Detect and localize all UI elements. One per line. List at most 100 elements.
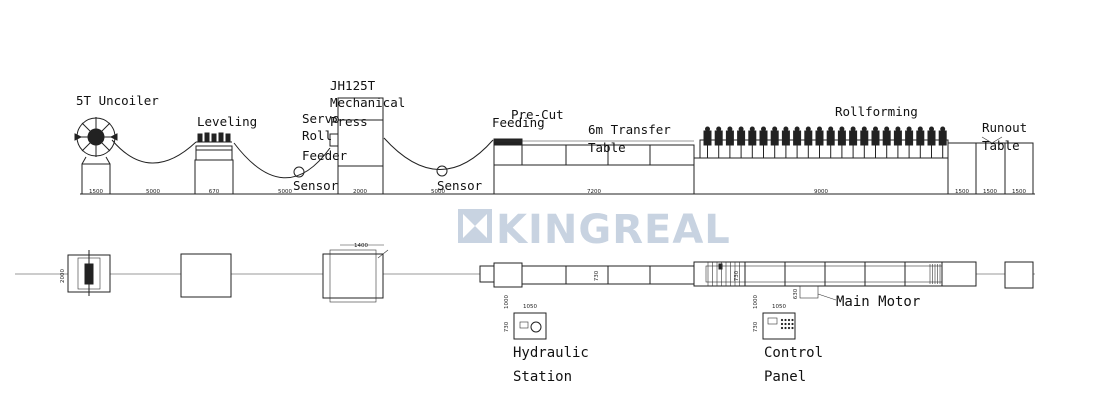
logo-text: KINGREAL bbox=[496, 207, 731, 253]
press-plan: 1400 bbox=[322, 243, 389, 303]
label-pre-cut: Pre-Cut bbox=[511, 107, 564, 122]
runout-plan bbox=[1004, 261, 1034, 289]
label-feeding: Feeding bbox=[492, 115, 545, 130]
roll-stand bbox=[871, 126, 880, 158]
panel-button-icon bbox=[787, 318, 791, 322]
roll-stand bbox=[837, 126, 846, 158]
roll-stand bbox=[916, 126, 925, 158]
panel-button-icon bbox=[791, 326, 794, 330]
dim-uncoiler: 1500 bbox=[89, 189, 103, 195]
roll-stand bbox=[882, 126, 891, 158]
roll-stand bbox=[793, 126, 802, 158]
panel-button-icon bbox=[791, 322, 794, 326]
roll-stand bbox=[815, 126, 824, 158]
label-transfer-1: 6m Transfer bbox=[588, 122, 671, 137]
roll-stand bbox=[927, 126, 936, 158]
leveling-plan bbox=[180, 253, 232, 298]
dim-transfer-top: 730 bbox=[594, 270, 600, 281]
strip-loop-3 bbox=[383, 137, 494, 170]
uncoiler-machine bbox=[74, 117, 118, 195]
roll-stand bbox=[725, 126, 734, 158]
roll-stand bbox=[781, 126, 790, 158]
dim-hydraulic-h: 730 bbox=[504, 321, 510, 332]
panel-button-icon bbox=[784, 318, 787, 322]
transfer-table bbox=[493, 138, 695, 195]
sensor-2-icon bbox=[436, 165, 448, 177]
roll-stand bbox=[737, 126, 746, 158]
label-control-2: Panel bbox=[764, 369, 806, 385]
roll-stand bbox=[770, 126, 779, 158]
label-press-2: Mechanical bbox=[330, 95, 405, 110]
dim-press: 2000 bbox=[353, 189, 367, 195]
panel-button-icon bbox=[787, 322, 791, 326]
control-panel: 1050 730 1000 bbox=[753, 295, 796, 340]
dim-runout-1: 1500 bbox=[955, 189, 969, 195]
runout-tables bbox=[947, 136, 1034, 195]
label-press-3: Press bbox=[330, 114, 368, 129]
roll-stand bbox=[905, 126, 914, 158]
label-sensor-2: Sensor bbox=[437, 178, 483, 193]
dim-control-w: 1050 bbox=[772, 304, 786, 310]
roll-stand bbox=[714, 126, 723, 158]
roll-stands bbox=[703, 126, 947, 158]
dim-motor-top: 630 bbox=[793, 288, 799, 299]
label-sensor-1: Sensor bbox=[293, 178, 339, 193]
label-control-1: Control bbox=[764, 345, 823, 361]
roll-stand bbox=[893, 126, 902, 158]
roll-stand bbox=[860, 126, 869, 158]
kingreal-logo: KINGREAL bbox=[458, 207, 731, 253]
roll-stand bbox=[826, 126, 835, 158]
dim-hydraulic-w: 1050 bbox=[523, 304, 537, 310]
strip-loop-1 bbox=[111, 139, 197, 164]
dim-transfer: 7200 bbox=[587, 189, 601, 195]
label-servo-1: Servo bbox=[302, 111, 340, 126]
hydraulic-station: 1050 730 1000 bbox=[504, 295, 547, 340]
dim-rollforming-top: 730 bbox=[734, 270, 740, 281]
side-dimensions: 1500 5000 670 5000 2000 5000 7200 9000 1… bbox=[89, 189, 1026, 195]
side-elevation-view: 1500 5000 670 5000 2000 5000 7200 9000 1… bbox=[74, 78, 1035, 195]
control-panel-buttons bbox=[780, 318, 794, 330]
panel-button-icon bbox=[787, 326, 791, 330]
uncoiler-plan: 2000 bbox=[60, 250, 111, 296]
dim-control-h: 730 bbox=[753, 321, 759, 332]
label-main-motor: Main Motor bbox=[836, 294, 920, 310]
label-uncoiler: 5T Uncoiler bbox=[76, 93, 159, 108]
panel-button-icon bbox=[780, 322, 784, 326]
rollforming-plan-stands bbox=[707, 262, 941, 286]
label-runout-1: Runout bbox=[982, 120, 1027, 135]
roll-stand bbox=[804, 126, 813, 158]
panel-button-icon bbox=[791, 318, 794, 322]
dim-control-offset: 1000 bbox=[753, 295, 759, 309]
rollforming-plan: 730 630 bbox=[693, 261, 977, 301]
dim-gap-3: 5000 bbox=[431, 189, 445, 195]
label-hydraulic-1: Hydraulic bbox=[513, 345, 589, 361]
dim-runout-2: 1500 bbox=[1012, 189, 1026, 195]
roll-stand bbox=[938, 126, 947, 158]
dim-hydraulic-offset: 1000 bbox=[504, 295, 510, 309]
label-leveling: Leveling bbox=[197, 114, 257, 129]
roll-stand bbox=[703, 126, 712, 158]
dim-rollforming: 9000 bbox=[814, 189, 828, 195]
label-servo-3: Feeder bbox=[302, 148, 348, 163]
plan-view: 2000 1400 730 bbox=[15, 243, 1035, 385]
label-rollforming: Rollforming bbox=[835, 104, 918, 119]
dim-uncoiler-top: 2000 bbox=[60, 269, 66, 283]
label-servo-2: Roll bbox=[302, 128, 332, 143]
panel-button-icon bbox=[780, 318, 784, 322]
panel-button-icon bbox=[780, 326, 784, 330]
sensor-1-icon bbox=[293, 166, 305, 178]
dim-gap-1: 5000 bbox=[146, 189, 160, 195]
label-transfer-2: Table bbox=[588, 140, 626, 155]
label-press-1: JH125T bbox=[330, 78, 376, 93]
rollforming-machine bbox=[693, 126, 949, 195]
dim-leveling: 670 bbox=[209, 189, 220, 195]
transfer-plan: 730 bbox=[479, 262, 695, 288]
dim-runout-gap: 1500 bbox=[983, 189, 997, 195]
press-machine bbox=[329, 97, 384, 195]
label-runout-2: Table bbox=[982, 138, 1020, 153]
dim-gap-2: 5000 bbox=[278, 189, 292, 195]
leveling-machine bbox=[194, 132, 234, 195]
label-hydraulic-2: Station bbox=[513, 369, 572, 385]
roll-stand bbox=[849, 126, 858, 158]
